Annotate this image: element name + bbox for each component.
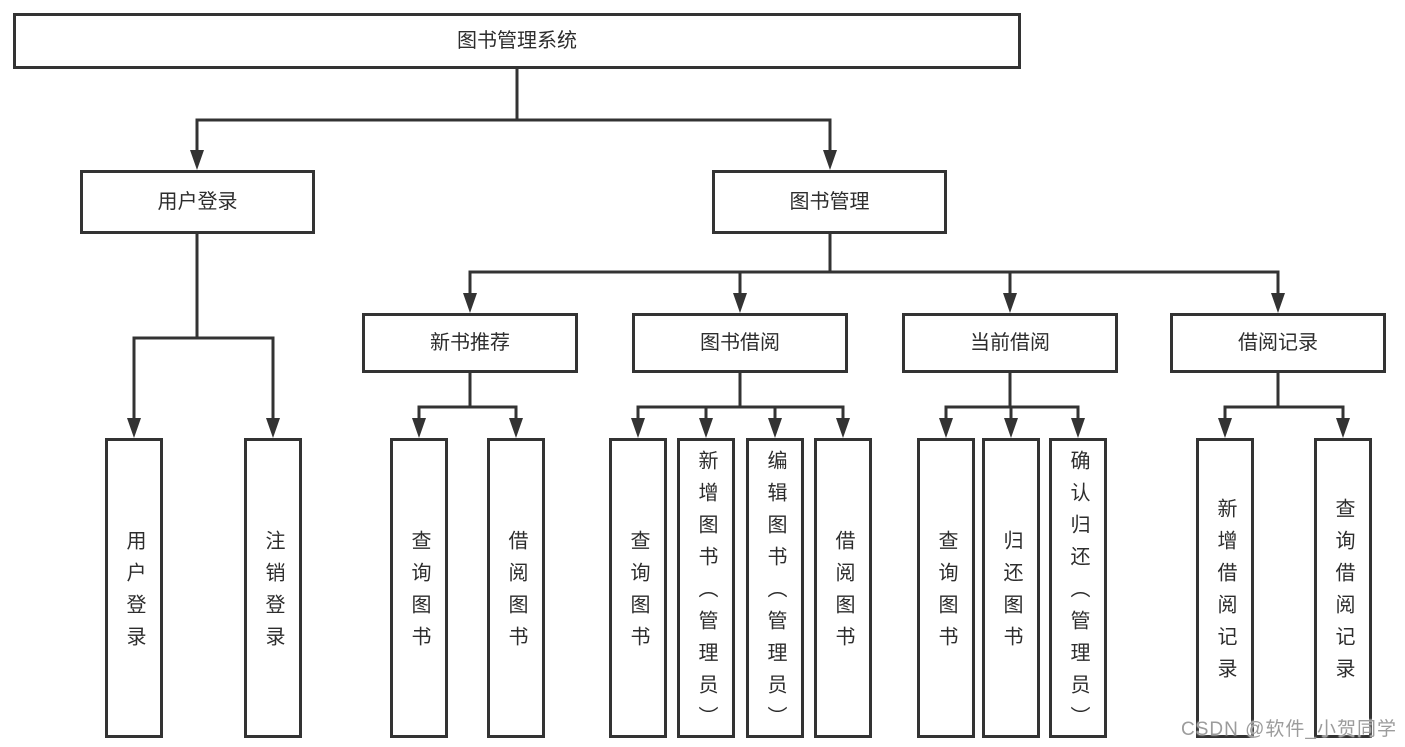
leaf-bb-add-books-admin: 新增图书（管理员） bbox=[677, 438, 735, 738]
node-label: 确认归还（管理员） bbox=[1067, 450, 1089, 738]
node-label: 图书管理 bbox=[789, 191, 870, 213]
leaf-user-login: 用户登录 bbox=[105, 438, 163, 738]
node-label: 归还图书 bbox=[1000, 530, 1022, 658]
node-book-management: 图书管理 bbox=[712, 170, 947, 234]
leaf-br-query-record: 查询借阅记录 bbox=[1314, 438, 1372, 738]
leaf-bb-query-books: 查询图书 bbox=[609, 438, 667, 738]
leaf-br-add-record: 新增借阅记录 bbox=[1196, 438, 1254, 738]
node-label: 新增借阅记录 bbox=[1214, 498, 1236, 690]
node-label: 当前借阅 bbox=[970, 332, 1050, 354]
node-label: 新增图书（管理员） bbox=[695, 450, 717, 738]
leaf-nb-borrow-books: 借阅图书 bbox=[487, 438, 545, 738]
leaf-bb-borrow-books: 借阅图书 bbox=[814, 438, 872, 738]
node-label: 查询图书 bbox=[935, 530, 957, 658]
node-label: 用户登录 bbox=[123, 530, 145, 658]
leaf-cb-query-books: 查询图书 bbox=[917, 438, 975, 738]
node-library-management-system: 图书管理系统 bbox=[13, 13, 1021, 69]
node-label: 借阅记录 bbox=[1238, 332, 1318, 354]
leaf-bb-edit-books-admin: 编辑图书（管理员） bbox=[746, 438, 804, 738]
node-label: 新书推荐 bbox=[430, 332, 510, 354]
leaf-cb-confirm-return-admin: 确认归还（管理员） bbox=[1049, 438, 1107, 738]
node-label: 查询图书 bbox=[627, 530, 649, 658]
node-label: 编辑图书（管理员） bbox=[764, 450, 786, 738]
node-user-login: 用户登录 bbox=[80, 170, 315, 234]
leaf-logout: 注销登录 bbox=[244, 438, 302, 738]
node-label: 图书管理系统 bbox=[457, 30, 577, 52]
leaf-cb-return-books: 归还图书 bbox=[982, 438, 1040, 738]
node-new-book-recommend: 新书推荐 bbox=[362, 313, 578, 373]
node-borrow-records: 借阅记录 bbox=[1170, 313, 1386, 373]
node-label: 图书借阅 bbox=[700, 332, 780, 354]
node-label: 查询图书 bbox=[408, 530, 430, 658]
node-label: 注销登录 bbox=[262, 530, 284, 658]
node-label: 借阅图书 bbox=[505, 530, 527, 658]
arrowhead-group bbox=[127, 150, 1350, 438]
node-current-borrowing: 当前借阅 bbox=[902, 313, 1118, 373]
node-label: 用户登录 bbox=[157, 191, 238, 213]
node-label: 查询借阅记录 bbox=[1332, 498, 1354, 690]
node-book-borrowing: 图书借阅 bbox=[632, 313, 848, 373]
node-label: 借阅图书 bbox=[832, 530, 854, 658]
leaf-nb-query-books: 查询图书 bbox=[390, 438, 448, 738]
